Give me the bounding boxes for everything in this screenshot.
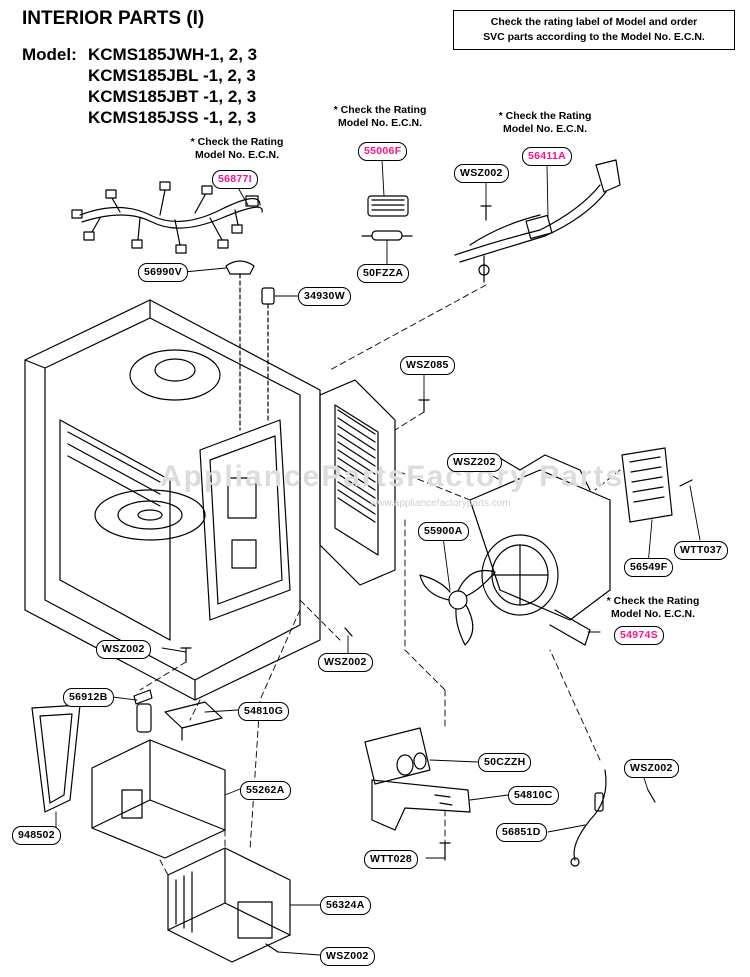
model-list: Model: KCMS185JWH-1, 2, 3 KCMS185JBL -1, … bbox=[22, 44, 257, 128]
oven-cavity bbox=[24, 299, 321, 701]
part-label-56990v[interactable]: 56990V bbox=[138, 263, 189, 282]
part-label-wsz085[interactable]: WSZ085 bbox=[400, 356, 455, 375]
screw-icon bbox=[265, 943, 279, 953]
check-note-line: * Check the Rating bbox=[606, 595, 700, 607]
watermark: AppliancePartsFactory Parts bbox=[160, 460, 625, 493]
fuse-holder bbox=[367, 195, 409, 217]
model-number: KCMS185JBL -1, 2, 3 bbox=[88, 66, 256, 85]
transformer-cover bbox=[91, 739, 226, 859]
magnetron bbox=[167, 847, 291, 963]
part-label-50fzza[interactable]: 50FZZA bbox=[357, 264, 410, 283]
fuse bbox=[361, 230, 413, 241]
part-label-948502[interactable]: 948502 bbox=[12, 826, 61, 845]
page-title: INTERIOR PARTS (I) bbox=[22, 8, 205, 29]
part-label-wtt037[interactable]: WTT037 bbox=[674, 541, 729, 560]
power-cord-assembly bbox=[454, 159, 621, 283]
screw-icon bbox=[439, 842, 451, 861]
part-label-wsz002-mid[interactable]: WSZ002 bbox=[318, 653, 373, 672]
part-label-wsz002-top[interactable]: WSZ002 bbox=[454, 164, 509, 183]
model-number: KCMS185JWH-1, 2, 3 bbox=[88, 45, 258, 64]
check-note-line: * Check the Rating bbox=[498, 110, 592, 122]
model-number: KCMS185JBT -1, 2, 3 bbox=[88, 87, 257, 106]
screw-icon bbox=[647, 789, 656, 803]
capacitor-bracket bbox=[371, 779, 471, 831]
bracket-g bbox=[164, 701, 223, 741]
check-note-line: Model No. E.C.N. bbox=[338, 117, 422, 129]
part-label-56324a[interactable]: 56324A bbox=[320, 896, 371, 915]
assembly-guides bbox=[139, 284, 621, 876]
part-label-wsz202[interactable]: WSZ202 bbox=[447, 453, 502, 472]
part-label-54810g[interactable]: 54810G bbox=[238, 702, 290, 721]
check-rating-note: * Check the Rating Model No. E.C.N. bbox=[588, 595, 718, 621]
thermostat bbox=[225, 260, 255, 431]
part-label-wsz002-left[interactable]: WSZ002 bbox=[96, 640, 151, 659]
check-note-line: * Check the Rating bbox=[333, 104, 427, 116]
part-label-wtt028[interactable]: WTT028 bbox=[364, 850, 419, 869]
part-label-54974s[interactable]: 54974S bbox=[614, 626, 665, 645]
hv-capacitor bbox=[364, 727, 431, 785]
rating-note-box: Check the rating label of Model and orde… bbox=[453, 10, 735, 50]
model-number: KCMS185JSS -1, 2, 3 bbox=[88, 108, 257, 127]
check-note-line: Model No. E.C.N. bbox=[503, 123, 587, 135]
check-note-line: Model No. E.C.N. bbox=[195, 149, 279, 161]
screw-icon bbox=[480, 205, 492, 221]
part-label-56851d[interactable]: 56851D bbox=[496, 823, 547, 842]
check-rating-note: * Check the Rating Model No. E.C.N. bbox=[315, 104, 445, 130]
gasket bbox=[31, 704, 81, 813]
noise-filter bbox=[621, 447, 673, 523]
part-label-55900a[interactable]: 55900A bbox=[418, 522, 469, 541]
hv-fuse-cable bbox=[570, 769, 607, 867]
model-prefix: Model: bbox=[22, 45, 77, 64]
screw-icon bbox=[679, 479, 693, 487]
check-rating-note: * Check the Rating Model No. E.C.N. bbox=[172, 136, 302, 162]
screw-icon bbox=[344, 627, 353, 637]
part-label-56912b[interactable]: 56912B bbox=[63, 688, 114, 707]
part-label-56549f[interactable]: 56549F bbox=[624, 558, 674, 577]
fan-motor-bracket bbox=[469, 454, 611, 646]
wire-harness bbox=[71, 181, 263, 254]
part-label-54810c[interactable]: 54810C bbox=[508, 786, 559, 805]
part-label-56411a[interactable]: 56411A bbox=[522, 147, 573, 166]
part-label-wsz002-right[interactable]: WSZ002 bbox=[624, 759, 679, 778]
part-label-34930w[interactable]: 34930W bbox=[298, 287, 351, 306]
micro-switch bbox=[261, 287, 275, 421]
check-note-line: * Check the Rating bbox=[190, 136, 284, 148]
fan-blade bbox=[419, 569, 496, 646]
check-rating-note: * Check the Rating Model No. E.C.N. bbox=[480, 110, 610, 136]
part-label-55262a[interactable]: 55262A bbox=[240, 781, 291, 800]
note-line: SVC parts according to the Model No. E.C… bbox=[483, 31, 705, 43]
control-frame bbox=[319, 379, 396, 586]
part-label-56877i[interactable]: 56877I bbox=[212, 170, 258, 189]
part-label-wsz002-bottom[interactable]: WSZ002 bbox=[320, 947, 375, 966]
screw-icon bbox=[418, 399, 430, 413]
note-line: Check the rating label of Model and orde… bbox=[490, 16, 698, 28]
watermark-url: www.appliancefactoryparts.com bbox=[370, 498, 511, 509]
part-label-50czzh[interactable]: 50CZZH bbox=[478, 753, 532, 772]
part-label-55006f[interactable]: 55006F bbox=[358, 142, 408, 161]
check-note-line: Model No. E.C.N. bbox=[611, 608, 695, 620]
screw-icon bbox=[180, 647, 192, 663]
hv-diode bbox=[133, 689, 153, 733]
